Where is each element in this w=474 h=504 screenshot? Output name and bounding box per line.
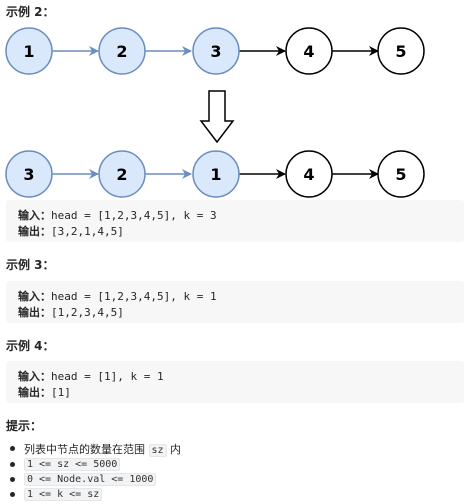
hint-item-2: 1 <= sz <= 5000	[10, 457, 121, 471]
after-node-2-label: 2	[116, 165, 127, 184]
hint-1-text-pre: 列表中节点的数量在范围	[24, 443, 149, 456]
example4-input-label: 输入：	[18, 370, 51, 383]
example3-output-line: 输出：[1,2,3,4,5]	[18, 304, 124, 320]
hint-1-text-post: 内	[166, 443, 182, 456]
bullet-icon	[10, 477, 15, 482]
example3-input-value: head = [1,2,3,4,5], k = 1	[51, 290, 217, 303]
example3-input-label: 输入：	[18, 290, 51, 303]
example2-output-label: 输出：	[18, 225, 51, 238]
example2-title: 示例 2：	[6, 5, 55, 19]
after-node-2	[98, 150, 146, 198]
bullet-icon	[10, 446, 15, 451]
example3-output-value: [1,2,3,4,5]	[51, 306, 124, 319]
hint-3-code: 0 <= Node.val <= 1000	[24, 473, 157, 486]
after-node-1	[5, 150, 53, 198]
example3-title: 示例 3：	[6, 258, 55, 272]
before-node-2-label: 2	[116, 42, 127, 61]
hint-item-3: 0 <= Node.val <= 1000	[10, 472, 157, 486]
example2-input-value: head = [1,2,3,4,5], k = 3	[51, 209, 217, 222]
example4-output-value: [1]	[51, 386, 71, 399]
example4-title: 示例 4：	[6, 339, 55, 353]
before-node-3	[192, 27, 240, 75]
bullet-icon	[10, 492, 15, 497]
after-node-4-label: 4	[303, 165, 314, 184]
before-list-diagram: 1 2 3 4 5	[5, 27, 425, 75]
before-node-5-label: 5	[395, 42, 406, 61]
before-node-5	[377, 27, 425, 75]
hint-item-1: 列表中节点的数量在范围 sz 内	[10, 441, 182, 457]
example2-output-value: [3,2,1,4,5]	[51, 225, 124, 238]
after-node-4	[285, 150, 333, 198]
after-node-5-label: 5	[395, 165, 406, 184]
bullet-icon	[10, 462, 15, 467]
example2-output-line: 输出：[3,2,1,4,5]	[18, 223, 124, 239]
before-node-4-label: 4	[303, 42, 314, 61]
hint-2-code: 1 <= sz <= 5000	[24, 458, 121, 471]
hint-item-4: 1 <= k <= sz	[10, 487, 103, 501]
example4-code-block: 输入：head = [1], k = 1 输出：[1]	[6, 361, 464, 403]
example3-code-block: 输入：head = [1,2,3,4,5], k = 1 输出：[1,2,3,4…	[6, 281, 464, 323]
example4-output-label: 输出：	[18, 386, 51, 399]
before-node-2	[98, 27, 146, 75]
example2-code-block: 输入：head = [1,2,3,4,5], k = 3 输出：[3,2,1,4…	[6, 200, 464, 242]
example4-input-value: head = [1], k = 1	[51, 370, 164, 383]
example4-input-line: 输入：head = [1], k = 1	[18, 368, 164, 384]
after-node-3	[192, 150, 240, 198]
example3-output-label: 输出：	[18, 306, 51, 319]
hints-title: 提示：	[6, 419, 43, 433]
after-node-1-label: 3	[23, 165, 34, 184]
hint-1-code: sz	[148, 444, 167, 457]
example3-input-line: 输入：head = [1,2,3,4,5], k = 1	[18, 288, 217, 304]
after-node-3-label: 1	[210, 165, 221, 184]
example4-output-line: 输出：[1]	[18, 384, 71, 400]
before-node-3-label: 3	[210, 42, 221, 61]
after-list-diagram: 3 2 1 4 5	[5, 150, 425, 198]
before-node-1-label: 1	[23, 42, 34, 61]
before-node-4	[285, 27, 333, 75]
example2-input-line: 输入：head = [1,2,3,4,5], k = 3	[18, 207, 217, 223]
example2-input-label: 输入：	[18, 209, 51, 222]
after-node-5	[377, 150, 425, 198]
hint-4-code: 1 <= k <= sz	[24, 488, 103, 501]
before-node-1	[5, 27, 53, 75]
transform-down-arrow-icon	[199, 90, 235, 144]
